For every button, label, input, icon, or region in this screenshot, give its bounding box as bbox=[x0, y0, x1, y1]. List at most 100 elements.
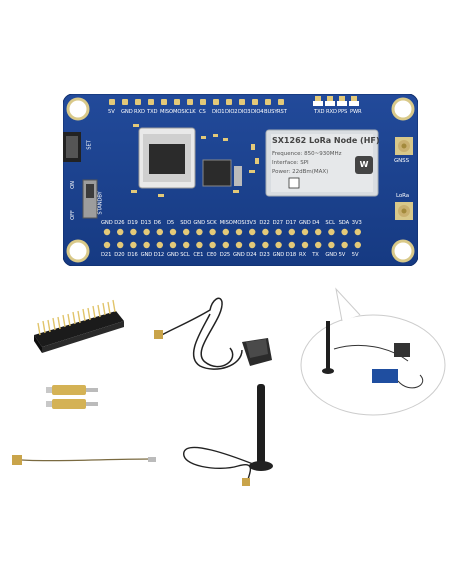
top-header-pin-label: MOSI bbox=[173, 109, 186, 115]
gpio-pad bbox=[222, 241, 229, 249]
gpio-pad bbox=[315, 241, 322, 249]
gpio-top-pin-label: D19 bbox=[127, 220, 138, 226]
top-header-pin-label: CLK bbox=[186, 109, 196, 115]
gpio-pad bbox=[288, 228, 295, 236]
module-frequency: Frequence: 850~930MHz bbox=[272, 151, 342, 157]
gpio-bottom-pin-label: D23 bbox=[259, 252, 270, 258]
gpio-bottom-pin-label: SCL bbox=[180, 252, 190, 258]
gpio-bottom-pin-label: TX bbox=[312, 252, 319, 258]
gpio-pad bbox=[341, 228, 348, 236]
top-header-pin-label: RST bbox=[277, 109, 287, 115]
gpio-pad bbox=[275, 228, 282, 236]
gpio-bottom-pin-label: D18 bbox=[285, 252, 297, 258]
gpio-bottom-pin-label: GND bbox=[167, 252, 179, 258]
led-pin-label: PPS bbox=[338, 109, 348, 115]
gpio-top-pin-label: 3V3 bbox=[246, 220, 257, 226]
gpio-top-pin-label: SDA bbox=[338, 220, 350, 226]
gpio-bottom-pin-label: D20 bbox=[114, 252, 125, 258]
gpio-bottom-pin-label: RX bbox=[299, 252, 306, 258]
gnss-antenna-image bbox=[154, 297, 272, 370]
gpio-top-pin-label: D17 bbox=[285, 220, 297, 226]
gpio-top-pin-label: D22 bbox=[259, 220, 270, 226]
gpio-bottom-pin-label: CE0 bbox=[206, 252, 217, 258]
gpio-pad bbox=[169, 241, 177, 249]
off-label: OFF bbox=[69, 210, 76, 220]
gpio-pad bbox=[354, 241, 361, 249]
gpio-top-pin-label: GND bbox=[193, 220, 205, 226]
gpio-pad bbox=[169, 228, 177, 236]
gpio-bottom-pin-label: 5V bbox=[338, 252, 346, 258]
module-interface: Interface: SPI bbox=[272, 160, 309, 166]
top-header-pin-label: DIO1 bbox=[212, 109, 225, 115]
gpio-pad bbox=[341, 241, 348, 249]
on-label: ON bbox=[69, 181, 76, 189]
gpio-pad bbox=[103, 228, 111, 236]
pin-header-image bbox=[34, 299, 124, 353]
gpio-top-pin-label: D13 bbox=[140, 220, 151, 226]
top-header-pin-label: MISO bbox=[160, 109, 173, 115]
ipex-cable-image bbox=[12, 455, 156, 465]
top-header-pin-label: GND bbox=[121, 109, 133, 115]
gnss-label: GNSS bbox=[394, 158, 409, 164]
gpio-pad bbox=[235, 241, 243, 249]
gpio-bottom-pin-label: GND bbox=[272, 252, 285, 258]
gpio-bottom-pin-label: D21 bbox=[101, 252, 112, 258]
gpio-top-pin-label: SCL bbox=[325, 220, 335, 226]
gpio-pad bbox=[196, 228, 203, 236]
gpio-bottom-pin-label: D25 bbox=[219, 252, 231, 258]
led-pin-label: RXD bbox=[326, 109, 337, 115]
gpio-pad bbox=[301, 228, 309, 236]
set-label: SET bbox=[86, 140, 93, 150]
gpio-bottom-pin-label: GND bbox=[140, 252, 153, 258]
gpio-pad bbox=[262, 228, 269, 236]
led-pin-label: PWR bbox=[350, 109, 362, 115]
gpio-pad bbox=[235, 228, 243, 236]
gpio-top-pin-label: GND bbox=[101, 220, 113, 226]
gpio-bottom-pin-label: CE1 bbox=[193, 252, 204, 258]
gpio-top-pin-label: 3V3 bbox=[351, 220, 362, 226]
gpio-pad bbox=[222, 228, 229, 236]
gpio-top-pin-label: SDO bbox=[180, 220, 192, 226]
gpio-pad bbox=[183, 241, 190, 249]
board-svg bbox=[63, 94, 418, 266]
gpio-pad bbox=[209, 228, 216, 236]
standby-label: STANDBY bbox=[97, 191, 104, 215]
gpio-pad bbox=[249, 228, 256, 236]
gpio-bottom-pin-label: D12 bbox=[153, 252, 165, 258]
module-power: Power: 22dBm(MAX) bbox=[272, 169, 329, 175]
gpio-pad bbox=[117, 241, 124, 249]
gpio-bottom-pin-label: 5V bbox=[351, 252, 359, 258]
gpio-pad bbox=[301, 241, 309, 249]
gpio-top-pin-label: D27 bbox=[272, 220, 283, 226]
gpio-pad bbox=[156, 241, 163, 249]
waveshare-logo: W bbox=[355, 156, 373, 174]
gpio-pad bbox=[262, 241, 269, 249]
gpio-top-pin-label: MISO bbox=[219, 220, 233, 226]
gpio-top-pin-label: MOSI bbox=[233, 220, 246, 226]
top-header-pin-label: 5V bbox=[108, 109, 115, 115]
top-header-pin-label: DIO4 bbox=[251, 109, 264, 115]
standoffs-image bbox=[46, 385, 98, 409]
module-title: SX1262 LoRa Node (HF) bbox=[272, 136, 380, 145]
gpio-pad bbox=[288, 241, 295, 249]
gpio-pad bbox=[196, 241, 203, 249]
gpio-pad bbox=[209, 241, 216, 249]
gpio-pad bbox=[275, 241, 282, 249]
gpio-pad bbox=[328, 228, 335, 236]
gpio-bottom-pin-label: D24 bbox=[246, 252, 257, 258]
gpio-pad bbox=[328, 241, 335, 249]
gpio-pad bbox=[249, 241, 256, 249]
gpio-top-pin-label: D4 bbox=[312, 220, 320, 226]
gpio-bottom-pin-label: D16 bbox=[127, 252, 138, 258]
top-header-pin-label: TXD bbox=[147, 109, 158, 115]
gpio-bottom-pin-label: GND bbox=[325, 252, 337, 258]
top-header-pin-label: BUSY bbox=[264, 109, 278, 115]
gpio-top-pin-label: SCK bbox=[206, 220, 217, 226]
top-header-pin-label: RXD bbox=[134, 109, 145, 115]
gpio-pad bbox=[156, 228, 163, 236]
gpio-top-pin-label: D6 bbox=[153, 220, 161, 226]
gpio-pad bbox=[103, 241, 111, 249]
gpio-pad bbox=[130, 241, 137, 249]
top-header-pin-label: DIO3 bbox=[238, 109, 251, 115]
